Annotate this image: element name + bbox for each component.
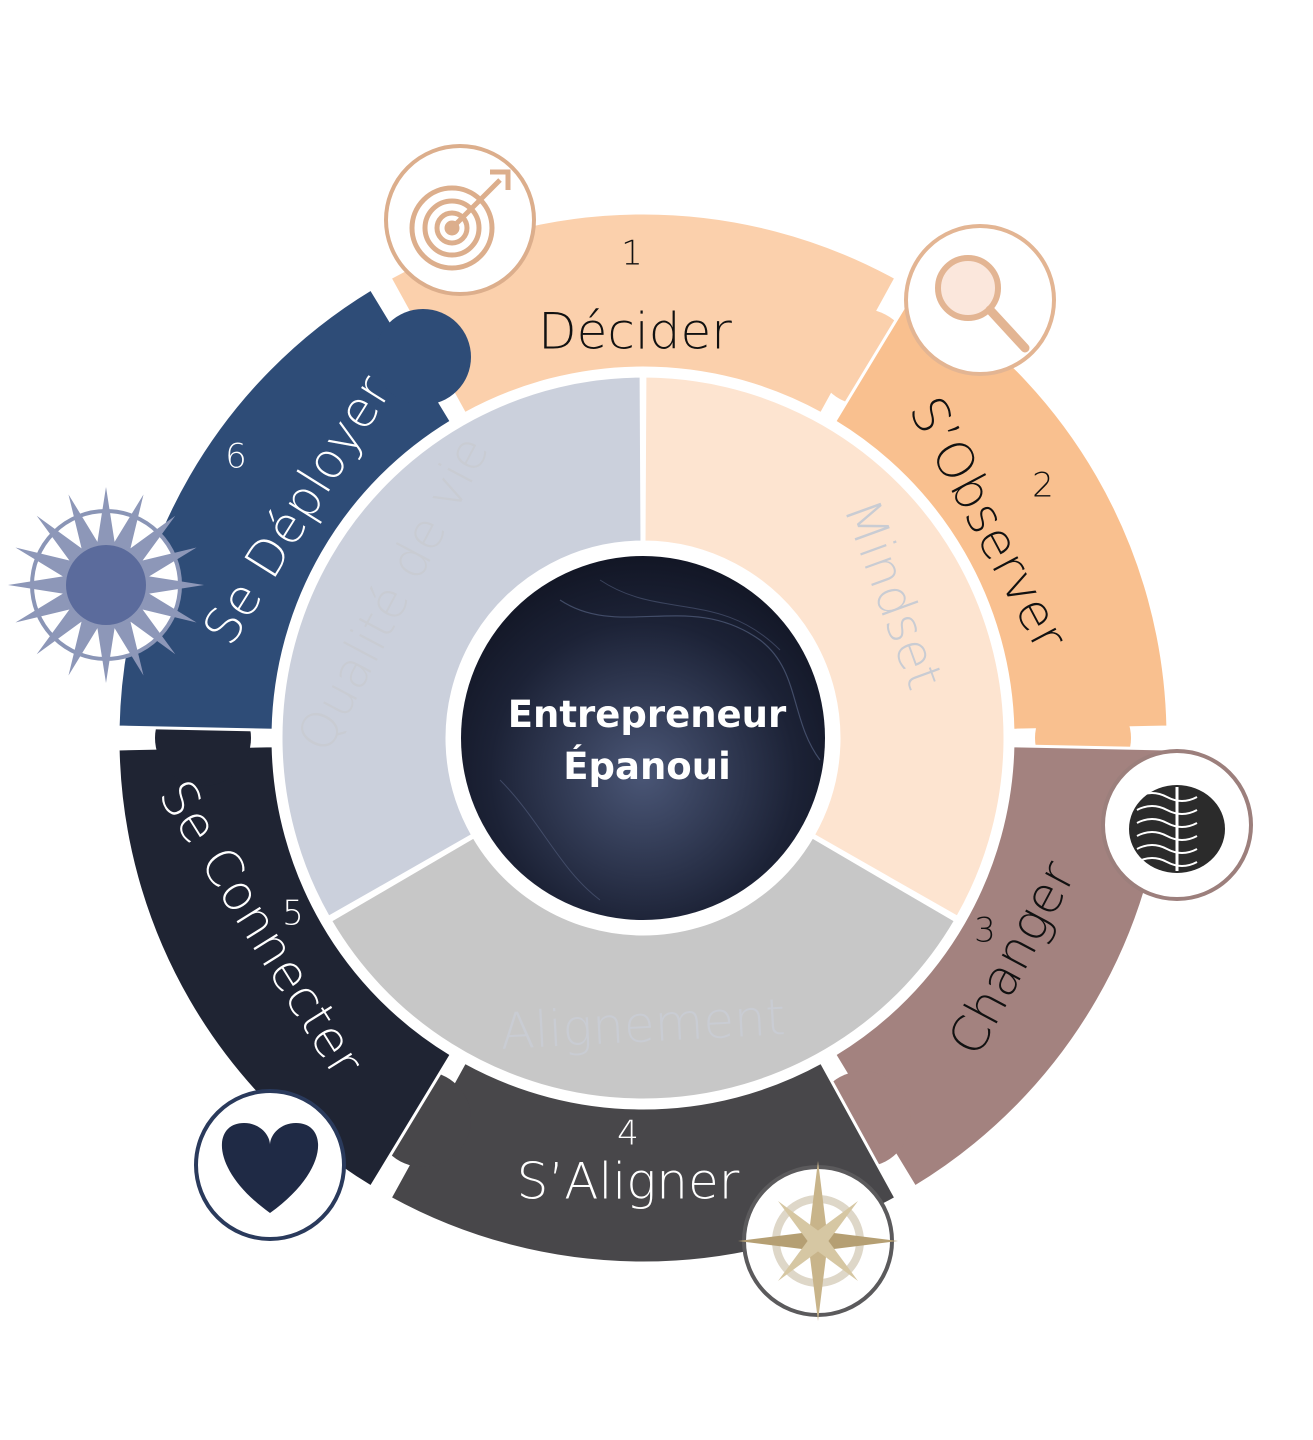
core-segment-qualite <box>279 374 644 920</box>
step-number-connecter: 5 <box>282 894 304 934</box>
star-burst-icon <box>8 487 204 683</box>
step-number-decider: 1 <box>621 234 643 274</box>
heart-icon <box>194 1089 346 1241</box>
step-label-decider: Décider <box>538 303 732 361</box>
center-hub-disc <box>461 556 825 920</box>
step-number-aligner: 4 <box>617 1114 639 1154</box>
ring-segment-connecter <box>116 744 454 1190</box>
step-label-aligner: S’Aligner <box>517 1153 740 1211</box>
core-segment-alignement <box>328 834 958 1102</box>
magnifier-icon <box>904 224 1056 376</box>
ring-segment-changer <box>832 744 1170 1190</box>
outer-ring <box>116 211 1170 1265</box>
center-title-line2: Épanoui <box>563 744 731 788</box>
step-number-observer: 2 <box>1032 466 1054 506</box>
brain-icon <box>1101 749 1253 901</box>
center-title-line1: Entrepreneur <box>508 693 787 736</box>
compass-rose-icon <box>738 1161 898 1321</box>
center-hub: Entrepreneur Épanoui <box>447 542 839 934</box>
ring-tab-deployer <box>375 308 471 405</box>
step-number-deployer: 6 <box>225 437 247 477</box>
center-hub-wave <box>499 779 601 901</box>
step-icons <box>8 144 1253 1321</box>
ring-segment-observer <box>832 286 1170 732</box>
target-arrow-icon <box>384 144 536 296</box>
step-number-changer: 3 <box>974 911 996 951</box>
center-hub-wave <box>559 599 821 761</box>
center-hub-wave <box>599 579 781 651</box>
core-ring <box>279 374 1007 1102</box>
